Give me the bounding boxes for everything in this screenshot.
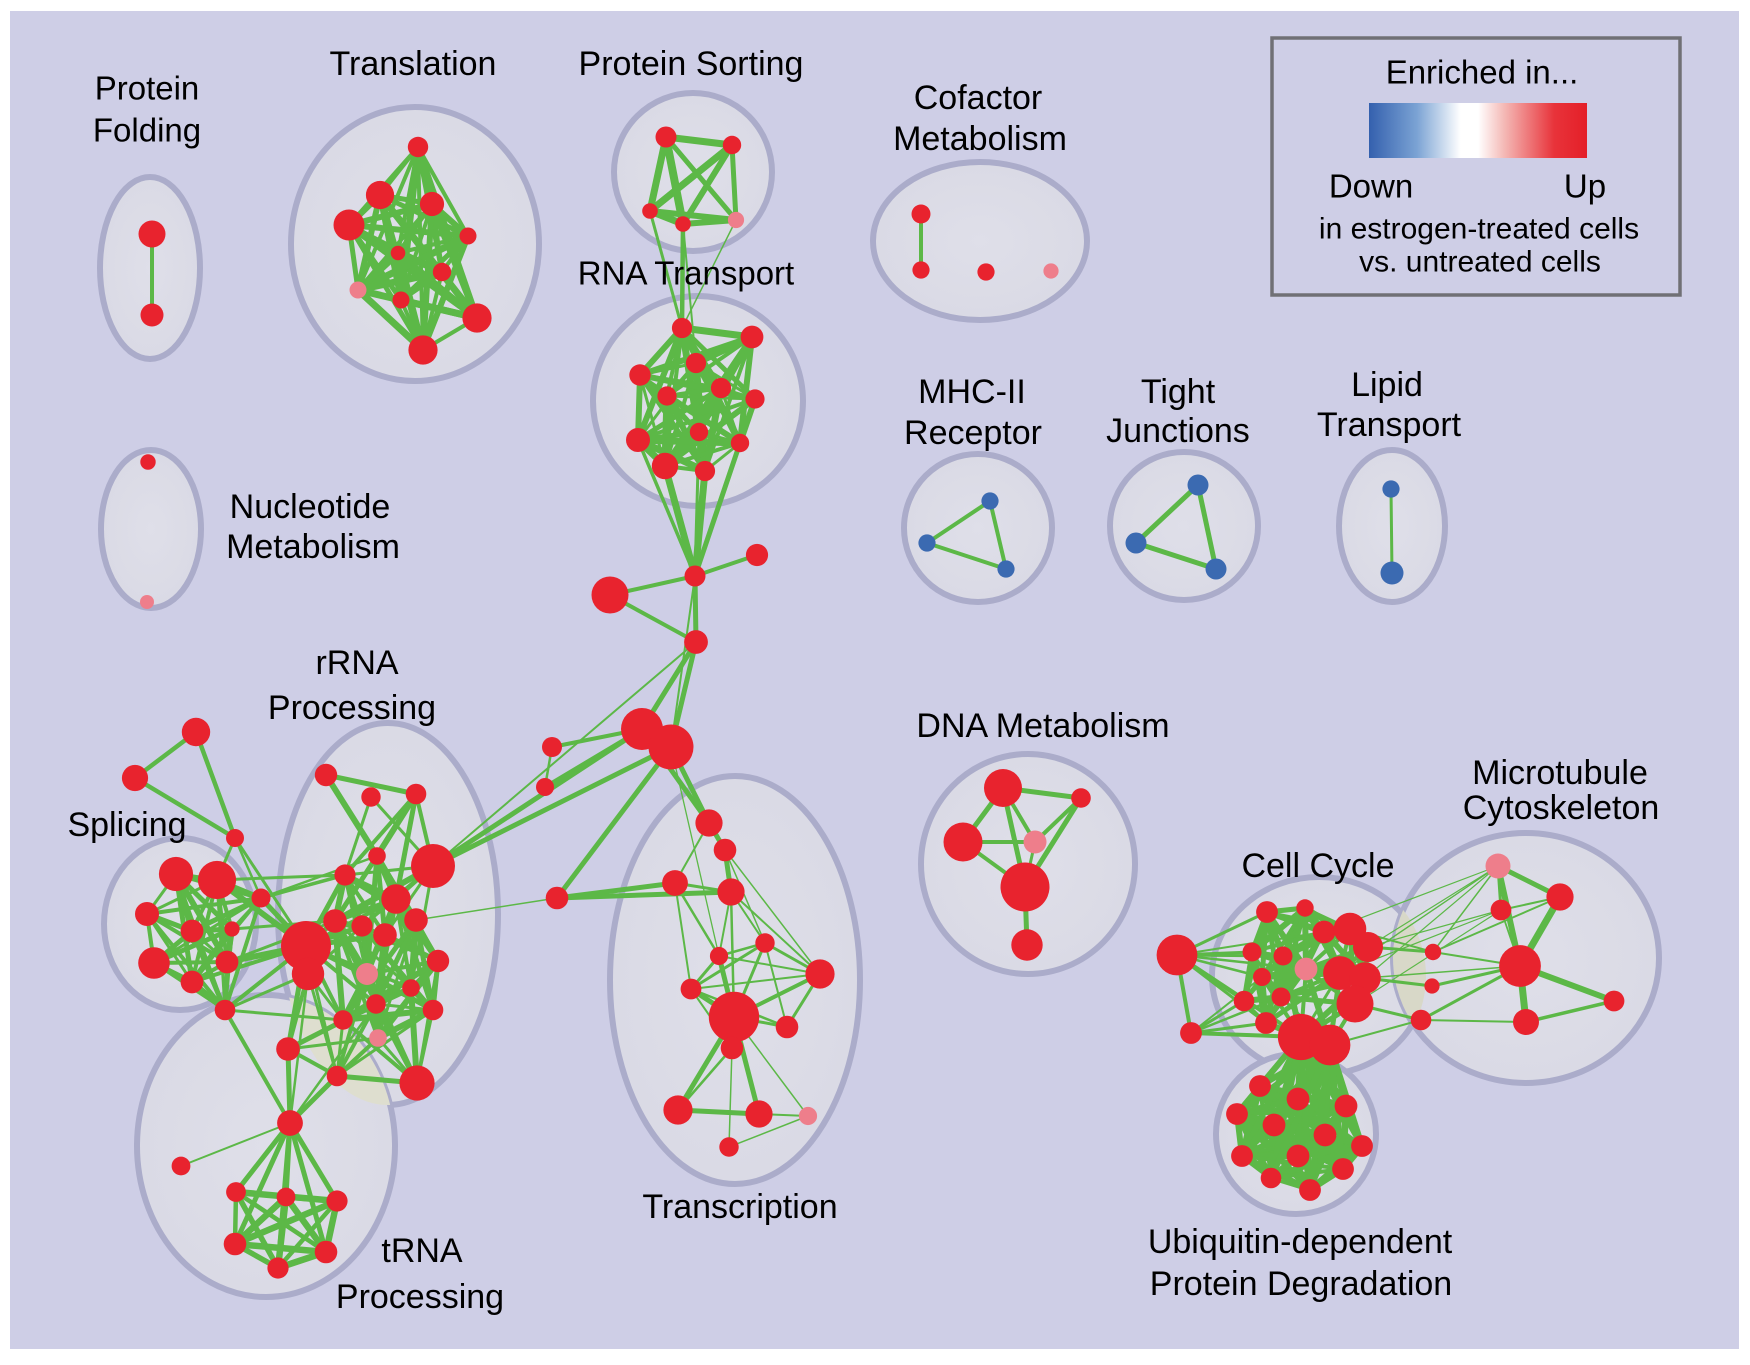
svg-text:Protein Degradation: Protein Degradation (1150, 1265, 1452, 1303)
svg-text:Protein: Protein (95, 70, 200, 107)
svg-text:Splicing: Splicing (67, 806, 186, 844)
svg-text:Processing: Processing (268, 689, 436, 727)
svg-text:Nucleotide: Nucleotide (230, 488, 391, 526)
svg-text:Cell Cycle: Cell Cycle (1241, 847, 1394, 885)
svg-text:MHC-II: MHC-II (918, 373, 1026, 411)
svg-text:Protein Sorting: Protein Sorting (579, 45, 804, 83)
svg-text:Up: Up (1564, 168, 1606, 205)
svg-text:Receptor: Receptor (904, 414, 1042, 452)
svg-text:Microtubule: Microtubule (1472, 754, 1648, 792)
svg-text:Metabolism: Metabolism (226, 528, 400, 566)
svg-text:Lipid: Lipid (1351, 366, 1423, 404)
svg-text:vs. untreated cells: vs. untreated cells (1359, 246, 1601, 279)
svg-text:Transport: Transport (1317, 406, 1462, 444)
svg-text:Metabolism: Metabolism (893, 120, 1067, 158)
svg-text:Tight: Tight (1141, 373, 1216, 411)
svg-text:Down: Down (1329, 168, 1413, 205)
svg-text:Enriched in...: Enriched in... (1386, 54, 1579, 91)
svg-text:Ubiquitin-dependent: Ubiquitin-dependent (1148, 1223, 1453, 1261)
svg-text:Cytoskeleton: Cytoskeleton (1463, 789, 1660, 827)
svg-text:DNA Metabolism: DNA Metabolism (916, 707, 1169, 745)
svg-text:Processing: Processing (336, 1278, 504, 1316)
svg-text:tRNA: tRNA (381, 1232, 463, 1270)
svg-text:RNA Transport: RNA Transport (578, 255, 794, 292)
svg-text:Transcription: Transcription (642, 1188, 837, 1226)
svg-text:Translation: Translation (330, 45, 497, 83)
svg-text:Folding: Folding (93, 112, 201, 149)
svg-text:Cofactor: Cofactor (914, 79, 1043, 117)
svg-text:in estrogen-treated cells: in estrogen-treated cells (1319, 213, 1639, 246)
svg-text:rRNA: rRNA (315, 644, 398, 682)
svg-text:Junctions: Junctions (1106, 412, 1250, 450)
